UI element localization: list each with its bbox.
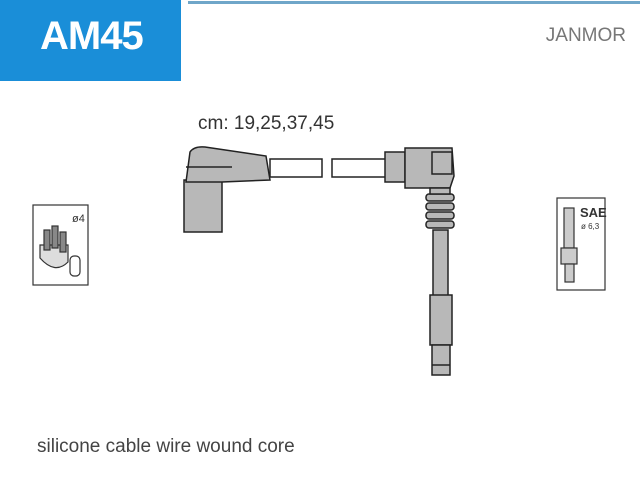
distributor-diameter-label: ø4 xyxy=(72,213,85,225)
header-divider xyxy=(188,1,640,4)
boot-ribs xyxy=(425,187,455,229)
distributor-boot xyxy=(183,146,271,233)
spark-plug-boot xyxy=(384,147,455,376)
product-description: silicone cable wire wound core xyxy=(37,436,295,457)
cable-lengths: cm: 19,25,37,45 xyxy=(198,113,335,134)
product-code: AM45 xyxy=(40,14,144,58)
distributor-cap-icon xyxy=(32,204,89,286)
cable-wire xyxy=(269,158,388,178)
product-code-badge: AM45 xyxy=(0,0,181,81)
spark-plug-standard-label: SAE xyxy=(580,205,607,220)
spark-plug-icon xyxy=(556,197,606,291)
brand-name: JANMOR xyxy=(545,25,626,46)
spark-plug-diameter-label: ø 6,3 xyxy=(581,222,600,231)
